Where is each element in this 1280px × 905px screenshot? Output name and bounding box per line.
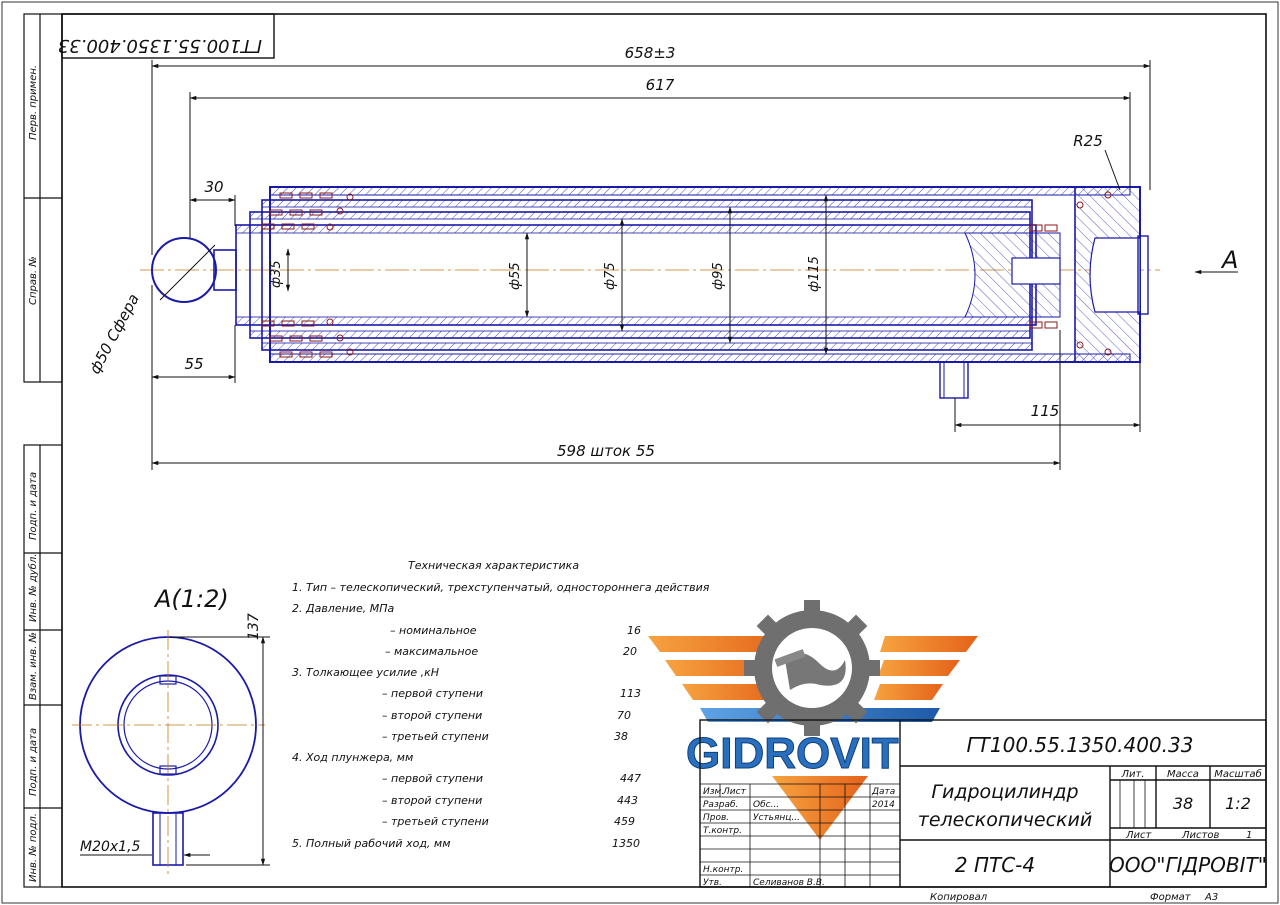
hydraulic-port	[939, 361, 969, 399]
dim-port-offset: 115	[1031, 402, 1060, 420]
dim-d75: ф75	[603, 262, 618, 290]
tb-name-2: телескопический	[918, 809, 1092, 831]
spec-value-7: 70	[617, 709, 631, 722]
tb-razrab: Разраб.	[703, 800, 738, 810]
spec-line-9: 4. Ход плунжера, мм	[292, 751, 414, 764]
spec-value-4: 20	[623, 645, 637, 658]
view-arrow-label: А	[1220, 246, 1238, 274]
spec-line-1: 1. Тип – телескопический, трехступенчаты…	[292, 581, 710, 594]
doc-number-mirrored: ГТ100.55.1350.400.33	[58, 35, 262, 56]
spec-line-12: – третьей ступени	[382, 815, 489, 828]
label-podp-data-1: Подп. и дата	[28, 472, 39, 540]
view-a-title: А(1:2)	[153, 585, 229, 613]
spec-value-3: 16	[627, 624, 641, 637]
dim-d55: ф55	[508, 262, 523, 290]
spec-value-8: 38	[614, 730, 628, 743]
tb-sheets-label: Листов	[1181, 830, 1219, 841]
tb-sheet-label: Лист	[1125, 830, 1153, 841]
dim-d35: ф35	[269, 260, 284, 288]
cylinder-view: ф35 ф55 ф75 ф95 ф115	[140, 186, 1160, 399]
dimension-texts: 658±3 617 R25 30 55 115 598 шток 55 ф50 …	[86, 44, 1239, 460]
spec-line-8: – третьей ступени	[382, 730, 489, 743]
spec-value-6: 113	[620, 687, 641, 700]
label-inv-dubl: Инв. № дубл.	[27, 554, 39, 622]
tb-format-value: A3	[1204, 892, 1218, 903]
dim-ball-offset: 30	[204, 178, 223, 196]
side-strip	[23, 13, 63, 888]
specs-title: Техническая характеристика	[408, 559, 580, 572]
tb-list: Лист	[722, 787, 747, 797]
tb-nkontr: Н.контр.	[703, 865, 743, 875]
spec-value-13: 1350	[612, 837, 640, 850]
tb-mass-label: Масса	[1167, 769, 1199, 780]
tb-company: ООО"ГIДРОВIТ"	[1109, 853, 1267, 877]
label-perv-primen: Перв. примен.	[28, 65, 39, 140]
dim-ball-dia: ф50 Сфера	[86, 291, 143, 377]
spec-line-7: – второй ступени	[382, 709, 483, 722]
tb-copied: Копировал	[930, 892, 988, 903]
label-podp-data-2: Подп. и дата	[28, 728, 39, 796]
tb-designation: ГТ100.55.1350.400.33	[967, 733, 1194, 757]
logo-brand: GIDROVIT	[686, 729, 899, 778]
dim-thread: M20x1,5	[80, 839, 141, 855]
tb-model: 2 ПТС-4	[955, 853, 1035, 877]
title-block-text: ГТ100.55.1350.400.33 Гидроцилиндр телеск…	[703, 733, 1267, 903]
spec-line-10: – первой ступени	[382, 772, 484, 785]
tb-sheets-value: 1	[1246, 830, 1252, 841]
spec-value-12: 459	[614, 815, 635, 828]
spec-line-13: 5. Полный рабочий ход, мм	[292, 837, 451, 850]
tb-izm: Изм.	[703, 787, 724, 797]
ball-end	[151, 237, 217, 303]
dim-radius: R25	[1073, 132, 1103, 150]
label-inv-podl: Инв. № подл.	[28, 813, 39, 882]
tb-name-1: Гидроцилиндр	[931, 781, 1078, 803]
tb-data: Дата	[871, 787, 895, 797]
tb-tkontr: Т.контр.	[703, 826, 742, 836]
dim-total: 658±3	[625, 44, 676, 62]
label-vzam-inv: Взам. инв. №	[28, 632, 39, 700]
gear-icon	[744, 600, 880, 736]
spec-value-10: 447	[620, 772, 641, 785]
tb-utv-name: Селиванов В.В.	[753, 878, 825, 888]
tb-mass-value: 38	[1173, 794, 1193, 813]
dim-ball-len: 55	[184, 355, 203, 373]
dim-view-height: 137	[246, 613, 262, 640]
tb-lit-label: Лит.	[1120, 769, 1144, 780]
tb-format-label: Формат	[1150, 892, 1192, 903]
tb-utv: Утв.	[703, 878, 722, 888]
doc-number-box	[61, 13, 275, 59]
dim-d115: ф115	[807, 256, 822, 292]
label-sprav-no: Справ. №	[28, 256, 39, 305]
side-labels: Перв. примен. Справ. № Подп. и дата Инв.…	[27, 65, 39, 882]
tb-year: 2014	[872, 800, 895, 810]
spec-line-4: – максимальное	[385, 645, 479, 658]
dim-d95: ф95	[711, 262, 726, 290]
tb-scale-label: Масштаб	[1214, 768, 1262, 780]
spec-line-3: – номинальное	[390, 624, 477, 637]
dimension-lines	[151, 60, 1238, 470]
spec-line-6: – первой ступени	[382, 687, 484, 700]
view-a: А(1:2) 137 M20x1,5	[72, 585, 270, 875]
tb-razrab-name: Обс...	[753, 800, 779, 810]
spec-value-11: 443	[617, 794, 638, 807]
spec-line-5: 3. Толкающее усилие ,кН	[292, 666, 440, 679]
title-block	[699, 719, 1267, 888]
spec-line-2: 2. Давление, МПа	[292, 602, 395, 615]
tb-prov: Пров.	[703, 813, 729, 823]
tb-scale-value: 1:2	[1225, 794, 1251, 813]
dim-body: 617	[646, 76, 675, 94]
spec-line-11: – второй ступени	[382, 794, 483, 807]
tb-prov-name: Устьянц...	[753, 813, 800, 823]
dim-stroke: 598 шток 55	[557, 442, 655, 460]
